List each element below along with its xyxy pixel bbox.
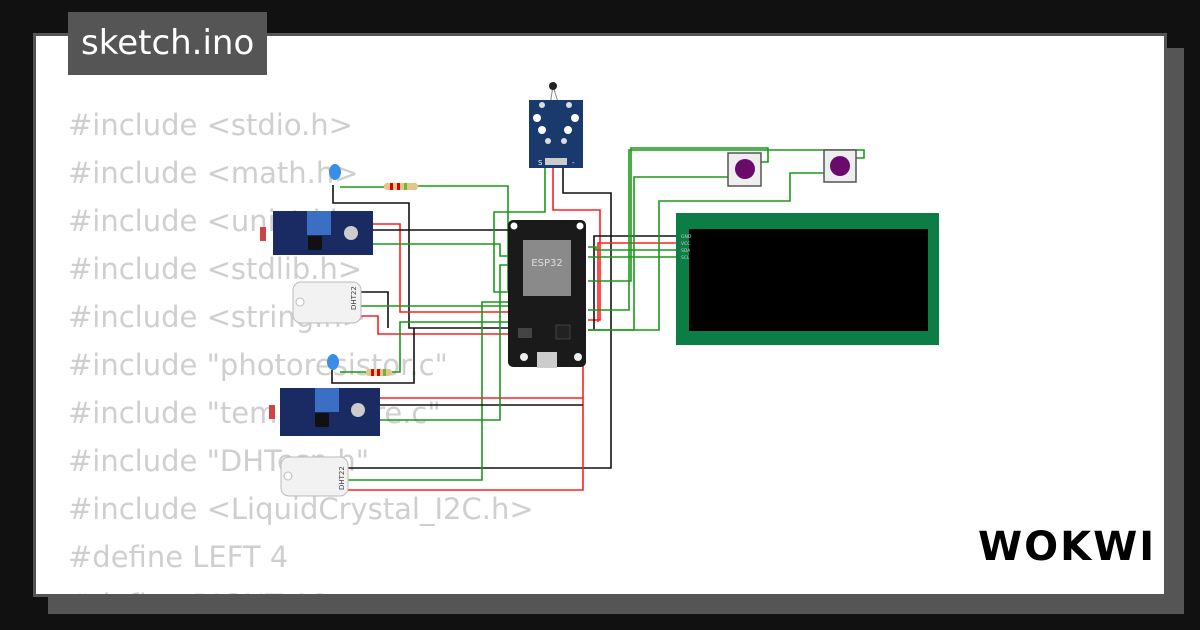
resistor-2 <box>366 369 392 376</box>
lcd-pin-label: SCL <box>681 255 690 261</box>
photoresistor-module-2 <box>269 388 380 436</box>
esp32-label: ESP32 <box>531 258 562 269</box>
wire-green <box>348 301 520 481</box>
led-blue-2[interactable] <box>327 354 339 370</box>
wire-green <box>373 243 520 257</box>
wire-black <box>332 185 520 329</box>
wire-black <box>593 235 680 330</box>
wire-green <box>418 185 520 291</box>
lcd-pin-label: VCC <box>681 241 690 247</box>
wire-black <box>331 328 415 384</box>
wire-red <box>348 330 584 491</box>
preview-canvas: #include <stdio.h> #include <math.h> #incl… <box>36 36 1164 594</box>
wire-green <box>588 172 824 331</box>
wire-green <box>380 264 520 421</box>
dht22-sensor-1: DHT22 <box>292 281 362 324</box>
wire-red <box>597 242 680 322</box>
push-button-left[interactable] <box>727 152 762 187</box>
push-button-right[interactable] <box>823 149 857 183</box>
photoresistor-module-1 <box>260 211 373 255</box>
code-line: #include <stdio.h> <box>68 108 353 142</box>
wire-black <box>348 168 612 469</box>
wire-green <box>392 321 520 373</box>
resistor-1 <box>384 183 418 190</box>
lcd-pin-label: GND <box>681 234 692 240</box>
lcd-i2c-display: GND VCC SDA SCL <box>676 213 939 345</box>
wokwi-logo: WOKWI <box>978 524 1157 570</box>
code-line: #include <LiquidCrystal_I2C.h> <box>68 492 534 526</box>
lcd-pin-label: SDA <box>681 248 691 254</box>
wire-green <box>493 168 546 293</box>
code-line: #define LEFT 4 <box>68 540 289 574</box>
ntc-temperature-sensor[interactable]: S - <box>529 82 583 168</box>
wire-green <box>588 147 769 282</box>
wire-black <box>361 291 389 328</box>
wire-red <box>373 223 580 313</box>
code-line: #define RIGHT 18 <box>68 581 534 594</box>
wire-red <box>361 315 580 335</box>
code-line: #include <math.h> <box>68 156 359 190</box>
file-name-tag: sketch.ino <box>68 12 268 75</box>
wire-red <box>552 168 601 321</box>
pin-label: S <box>538 159 543 167</box>
esp32-board[interactable]: ESP32 <box>508 220 586 368</box>
dht22-sensor-2: DHT22 <box>280 456 349 497</box>
pin-label: - <box>572 159 575 167</box>
dht22-label: DHT22 <box>338 466 346 490</box>
wire-green <box>588 246 680 251</box>
code-background: #include <stdio.h> #include <math.h> #incl… <box>68 101 534 594</box>
code-line: #include <stdlib.h> <box>68 252 363 286</box>
code-line: #include "photoresistor.c" <box>68 348 448 382</box>
wire-green <box>588 149 865 311</box>
led-blue-1[interactable] <box>329 164 341 180</box>
dht22-label: DHT22 <box>350 286 358 310</box>
